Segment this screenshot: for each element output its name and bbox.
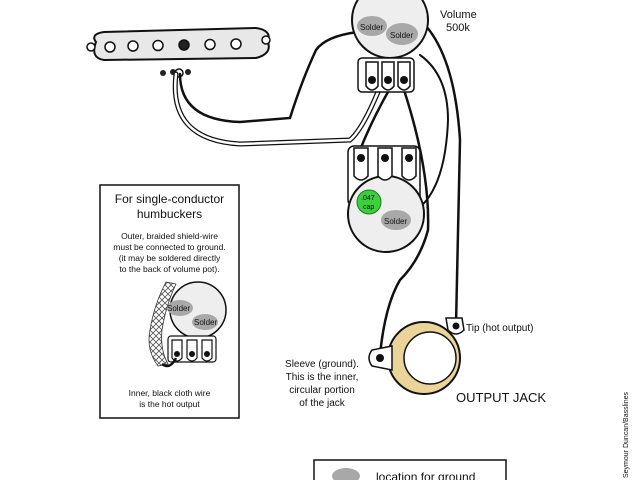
pickup-hot-wire-outline — [172, 71, 381, 147]
pole-piece — [230, 38, 242, 50]
pickup — [86, 26, 271, 78]
jack-sleeve-line-3: circular portion — [289, 385, 355, 396]
single-conductor-inset: For single-conductor humbuckers Outer, b… — [99, 184, 240, 419]
braided-shield-wire — [148, 281, 177, 367]
pickup-ground-wire — [178, 30, 360, 124]
inset-note-line-4: to the back of volume pot). — [119, 264, 219, 274]
volume-to-tone-wire — [358, 90, 390, 152]
jack-sleeve-line-2: This is the inner, — [286, 372, 359, 383]
eyelet — [160, 70, 166, 76]
jack-sleeve-hole — [376, 354, 384, 362]
credit: Seymour Duncan/Basslines — [623, 392, 630, 478]
inset-solder-label-2: Solder — [194, 318, 217, 327]
inset-lug-2 — [186, 339, 198, 362]
pickup-mounting-hole-left — [86, 42, 96, 52]
pole-piece — [178, 39, 190, 51]
volume-solder-label-1: Solder — [360, 23, 383, 32]
pole-piece — [152, 39, 164, 52]
output-jack: Tip (hot output) Sleeve (ground). This i… — [285, 317, 546, 409]
output-to-tip-wire — [424, 24, 462, 327]
solder-blob — [167, 300, 193, 316]
eyelet — [185, 69, 191, 75]
jack-tip-label: Tip (hot output) — [466, 323, 533, 334]
solder-blob — [192, 314, 218, 330]
solder-blob — [357, 16, 387, 36]
capacitor-value: .047 — [361, 195, 375, 202]
inset-lug-2-hole — [189, 351, 195, 357]
inset-footer-line-1: Inner, black cloth wire — [129, 388, 211, 398]
jack-sleeve-line-4: of the jack — [299, 398, 346, 409]
volume-solder-label-2: Solder — [390, 31, 413, 40]
volume-lug-2-hole — [384, 76, 392, 84]
tone-pot-lugs — [353, 147, 417, 181]
tone-lug-2-hole — [381, 154, 389, 162]
inset-lug-1-hole — [174, 351, 180, 357]
volume-value: 500k — [446, 22, 470, 34]
pickup-hot-wire — [173, 72, 380, 146]
inset-note-line-1: Outer, braided shield-wire — [121, 231, 218, 241]
legend: location for ground — [313, 459, 507, 480]
jack-sleeve-line-1: Sleeve (ground). — [285, 359, 359, 370]
tone-pot: Solder .047 cap — [347, 145, 425, 253]
inset-solder-label-1: Solder — [167, 304, 190, 313]
legend-text: location for ground — [376, 470, 475, 480]
pole-piece — [127, 40, 139, 52]
pickup-eyelets — [160, 68, 191, 78]
solder-blob — [381, 210, 411, 230]
pickup-pole-pieces — [104, 38, 242, 53]
volume-pot: Solder Solder Volume 500k — [351, 0, 477, 93]
inset-lug-1 — [171, 339, 183, 362]
jack-tip-hole — [452, 322, 460, 330]
inset-lug-3 — [201, 339, 213, 362]
pickup-mounting-hole-right — [261, 35, 271, 45]
volume-lug-3-hole — [400, 76, 408, 84]
pole-piece — [104, 41, 116, 53]
tone-lug-1 — [353, 147, 369, 181]
inset-note-line-2: must be connected to ground. — [113, 242, 225, 252]
pole-piece — [204, 38, 216, 51]
legend-frame — [313, 459, 507, 480]
tone-solder-label: Solder — [384, 217, 407, 226]
inset-title-line-2: humbuckers — [137, 207, 202, 221]
tone-lug-2 — [377, 147, 393, 181]
inset-footer-line-2: is the hot output — [139, 399, 200, 409]
volume-title: Volume — [440, 9, 477, 21]
solder-blob — [386, 23, 418, 45]
tone-lug-1-hole — [357, 154, 365, 162]
volume-lug-1-hole — [368, 76, 376, 84]
tone-ground-wire — [405, 54, 450, 217]
volume-pot-lugs — [365, 61, 411, 91]
jack-title: OUTPUT JACK — [456, 390, 546, 405]
inset-note-line-3: (it may be soldered directly — [119, 253, 221, 263]
legend-solder-swatch — [332, 468, 360, 480]
inset-title-line-1: For single-conductor — [115, 192, 224, 206]
jack-inner-ring — [403, 331, 457, 385]
tone-capacitor — [356, 189, 382, 215]
inner-black-cloth-wire — [161, 357, 178, 368]
tone-lug-3 — [401, 147, 417, 181]
inset-lug-3-hole — [204, 351, 210, 357]
tone-lug-3-hole — [405, 154, 413, 162]
capacitor-word: cap — [363, 204, 374, 211]
